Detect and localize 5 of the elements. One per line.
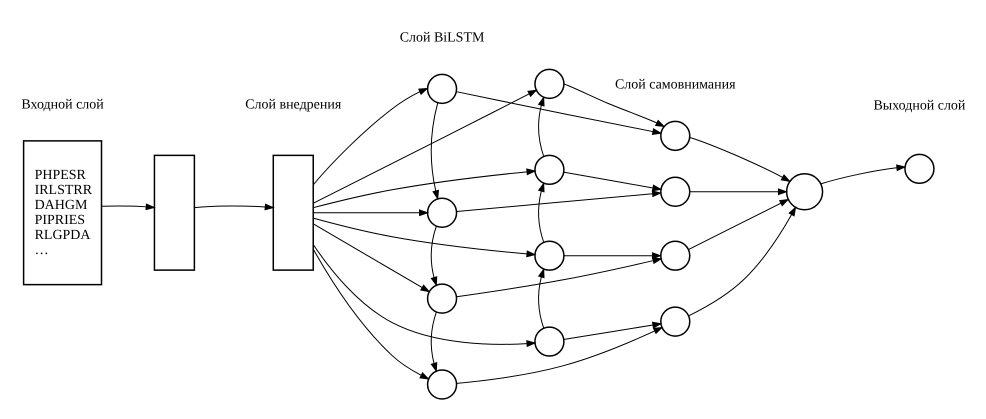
label: Слой BiLSTM xyxy=(399,30,484,46)
label: Входной слой xyxy=(20,98,104,113)
label: Выходной слой xyxy=(872,98,965,114)
label: Слой самовнимания xyxy=(614,78,736,93)
label: Слой внедрения xyxy=(244,98,341,113)
